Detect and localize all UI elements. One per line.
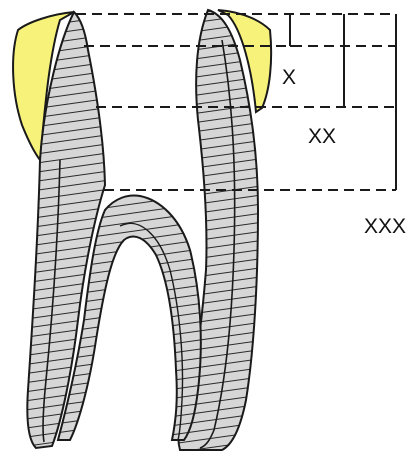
- label-xxx: XXX: [364, 215, 406, 238]
- measurement-brackets: [290, 14, 396, 190]
- label-x: X: [282, 66, 296, 89]
- label-xx: XX: [308, 125, 336, 148]
